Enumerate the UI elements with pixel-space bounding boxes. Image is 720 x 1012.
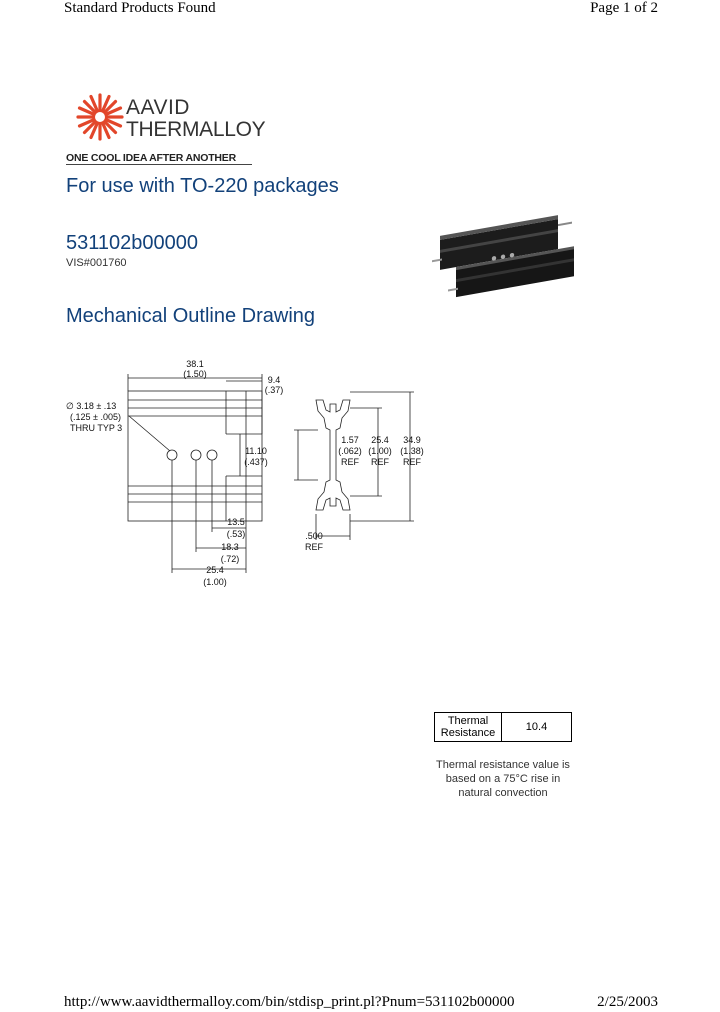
hole-spec-2: (.125 ± .005) xyxy=(70,412,121,422)
part-number: 531102b00000 xyxy=(66,232,198,254)
tagline-rule xyxy=(66,164,252,165)
brand-name-line2: THERMALLOY xyxy=(126,118,266,141)
starburst-logo-icon xyxy=(76,93,124,141)
brand-name-line1: AAVID xyxy=(126,96,190,119)
thermal-note-line3: natural convection xyxy=(458,787,548,799)
dim-gap: 11.10 xyxy=(245,446,267,456)
hole-spec-1: ∅ 3.18 ± .13 xyxy=(66,401,116,411)
thermal-table: Thermal Resistance 10.4 xyxy=(434,712,572,742)
thermal-label-line2: Resistance xyxy=(440,727,496,739)
side-dim-width-in: (1.00) xyxy=(368,446,392,456)
dim-hole-2: 18.3 xyxy=(221,542,239,552)
side-dim-spacing: .500 xyxy=(305,531,323,541)
dim-offset: 9.4 xyxy=(268,375,281,385)
thermal-note-line1: Thermal resistance value is xyxy=(436,759,570,771)
side-dim-overall: 34.9 xyxy=(403,435,421,445)
thermal-value: 10.4 xyxy=(501,712,572,742)
side-dim-overall-in: (1.38) xyxy=(400,446,424,456)
dim-hole-3-in: (1.00) xyxy=(203,577,227,587)
thermal-note: Thermal resistance value is based on a 7… xyxy=(428,758,578,800)
dim-gap-in: (.437) xyxy=(244,457,268,467)
side-dim-overall-ref: REF xyxy=(403,457,422,467)
heatsink-photo xyxy=(432,215,574,298)
dim-length-in: (1.50) xyxy=(183,369,207,379)
vis-number: VIS#001760 xyxy=(66,257,127,269)
thermal-label-cell: Thermal Resistance xyxy=(434,712,502,742)
dim-hole-1-in: (.53) xyxy=(227,529,246,539)
thermal-label-line1: Thermal xyxy=(447,715,489,727)
side-dim-spacing-ref: REF xyxy=(305,542,324,552)
table-row: Thermal Resistance 10.4 xyxy=(434,712,572,742)
side-dim-width-ref: REF xyxy=(371,457,390,467)
dim-hole-1: 13.5 xyxy=(227,517,245,527)
package-heading: For use with TO-220 packages xyxy=(66,175,339,197)
dim-offset-in: (.37) xyxy=(265,385,284,395)
side-dim-thick: 1.57 xyxy=(341,435,359,445)
footer-url[interactable]: http://www.aavidthermalloy.com/bin/stdis… xyxy=(64,994,515,1010)
side-dim-thick-ref: REF xyxy=(341,457,360,467)
footer-date: 2/25/2003 xyxy=(597,994,658,1010)
header-title: Standard Products Found xyxy=(64,0,216,16)
mechanical-drawing: 38.1 (1.50) 9.4 (.37) ∅ 3.18 ± .13 (.125… xyxy=(66,359,424,587)
brand-tagline: ONE COOL IDEA AFTER ANOTHER xyxy=(66,152,236,164)
side-dim-thick-in: (.062) xyxy=(338,446,362,456)
drawing-heading: Mechanical Outline Drawing xyxy=(66,305,316,327)
thermal-note-line2: based on a 75°C rise in xyxy=(445,773,561,785)
hole-spec-3: THRU TYP 3 xyxy=(70,423,122,433)
dim-hole-3: 25.4 xyxy=(206,565,224,575)
dim-length: 38.1 xyxy=(186,359,204,369)
side-dim-width: 25.4 xyxy=(371,435,389,445)
dim-hole-2-in: (.72) xyxy=(221,554,240,564)
page-indicator: Page 1 of 2 xyxy=(590,0,658,16)
